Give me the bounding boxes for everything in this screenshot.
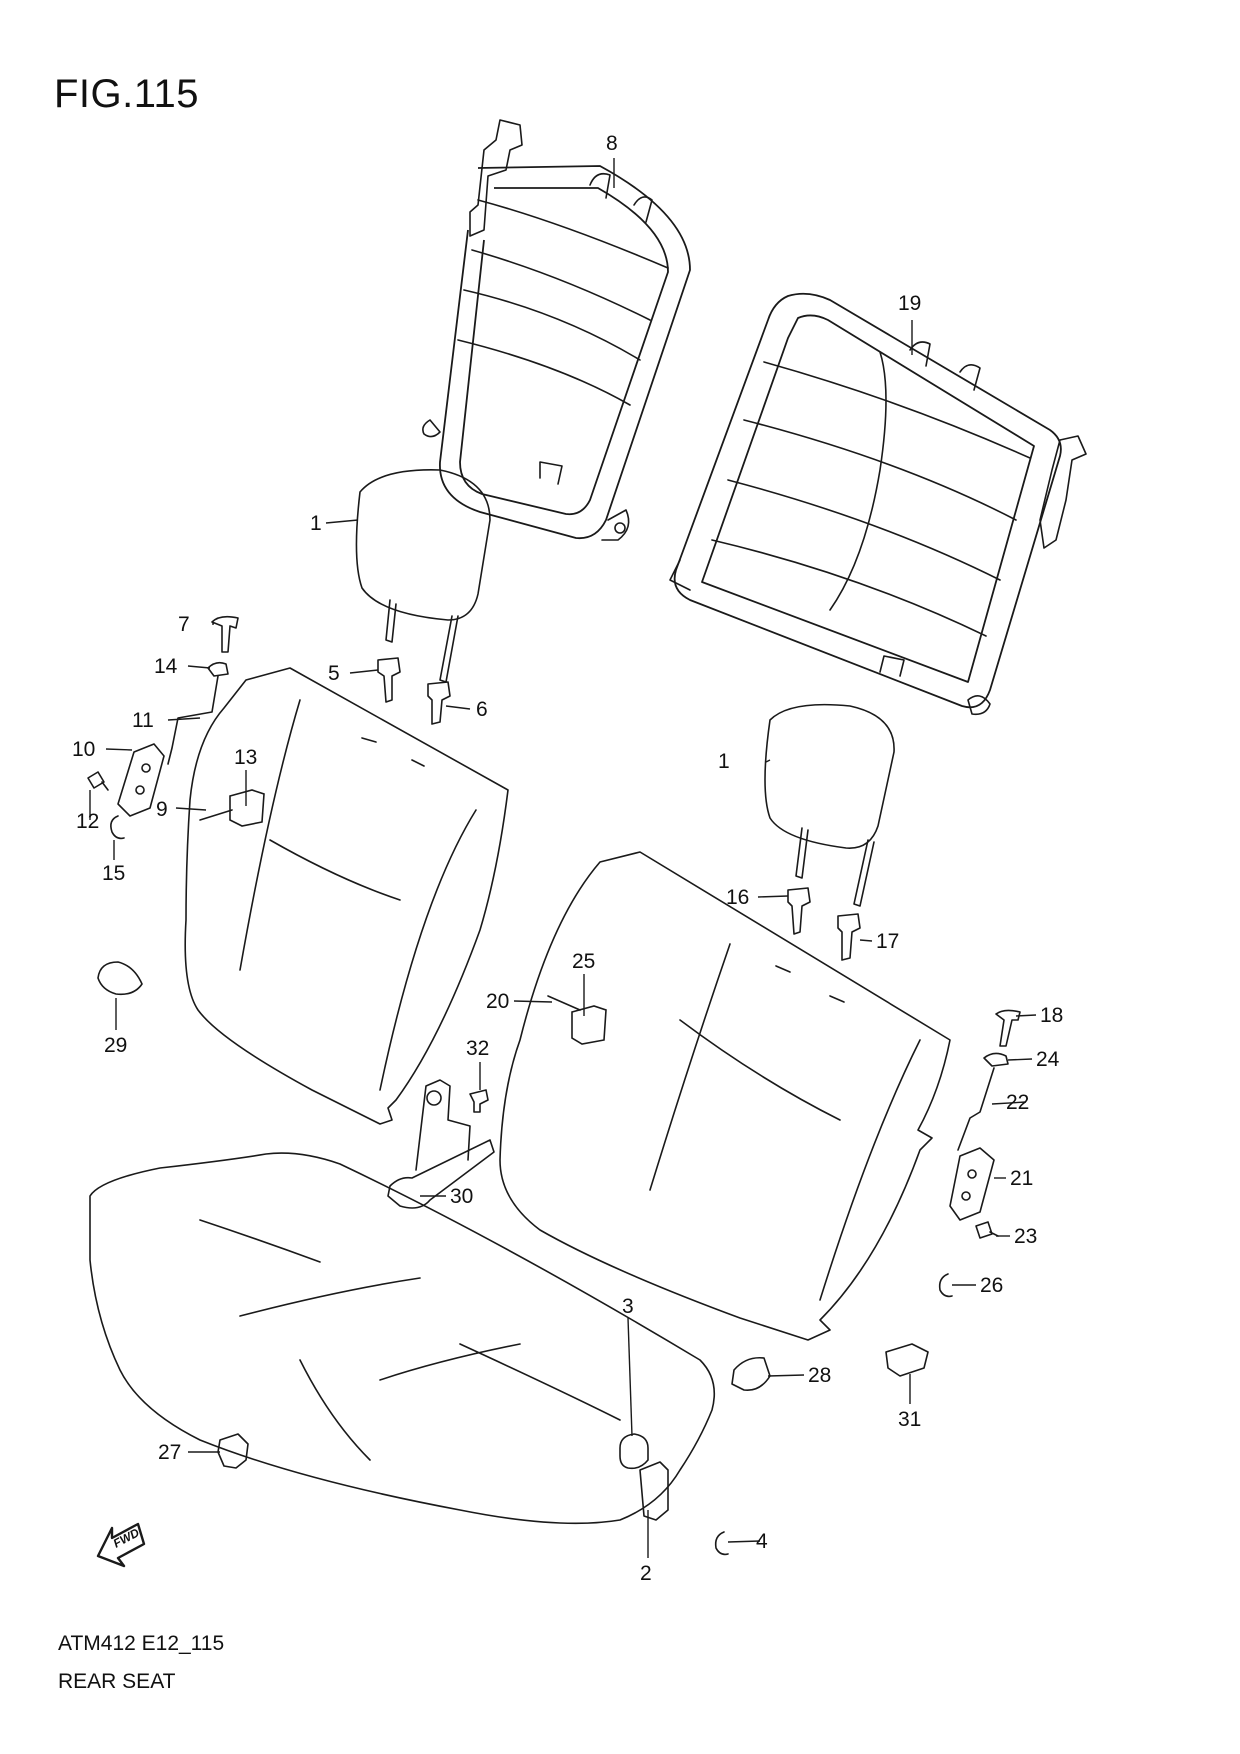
leader-lines — [89, 158, 1037, 1558]
callout-10: 10 — [72, 738, 95, 761]
callout-1-right: 1 — [718, 750, 730, 773]
callout-17: 17 — [876, 930, 899, 953]
callout-labels: 1 1 2 3 4 5 6 7 8 9 10 11 12 13 14 15 16… — [72, 132, 1063, 1585]
callout-30: 30 — [450, 1185, 473, 1208]
fwd-arrow-icon: FWD — [96, 1522, 146, 1568]
seat-back-frame-left[interactable] — [422, 119, 691, 541]
seat-back-frame-right[interactable] — [669, 292, 1087, 716]
seat-back-left[interactable] — [184, 667, 509, 1125]
seat-back-right[interactable] — [499, 851, 951, 1341]
headrest-left[interactable] — [355, 469, 491, 683]
callout-3: 3 — [622, 1295, 634, 1318]
callout-31: 31 — [898, 1408, 921, 1431]
callout-18: 18 — [1040, 1004, 1063, 1027]
callout-2: 2 — [640, 1562, 652, 1585]
callout-14: 14 — [154, 655, 178, 678]
callout-19: 19 — [898, 292, 921, 315]
callout-11: 11 — [132, 709, 154, 732]
callout-25: 25 — [572, 950, 595, 973]
seat-cushion[interactable] — [89, 1152, 716, 1525]
callout-7: 7 — [178, 613, 190, 636]
callout-27: 27 — [158, 1441, 181, 1464]
callout-1-left: 1 — [310, 512, 322, 535]
headrest-right[interactable] — [764, 703, 895, 907]
callout-21: 21 — [1010, 1167, 1033, 1190]
callout-6: 6 — [476, 698, 488, 721]
hinge-bracket[interactable] — [387, 1079, 495, 1209]
callout-28: 28 — [808, 1364, 831, 1387]
callout-15: 15 — [102, 862, 125, 885]
diagram-code: ATM412 E12_115 — [58, 1632, 225, 1655]
callout-22: 22 — [1006, 1091, 1029, 1114]
figure-title: FIG.115 — [54, 72, 200, 116]
callout-24: 24 — [1036, 1048, 1060, 1071]
callout-26: 26 — [980, 1274, 1003, 1297]
callout-5: 5 — [328, 662, 340, 685]
callout-16: 16 — [726, 886, 749, 909]
callout-12: 12 — [76, 810, 99, 833]
callout-23: 23 — [1014, 1225, 1037, 1248]
callout-8: 8 — [606, 132, 618, 155]
callout-13: 13 — [234, 746, 257, 769]
hardware-parts — [87, 615, 1021, 1556]
diagram-name: REAR SEAT — [58, 1670, 176, 1693]
callout-32: 32 — [466, 1037, 489, 1060]
callout-20: 20 — [486, 990, 509, 1013]
callout-29: 29 — [104, 1034, 127, 1057]
callout-9: 9 — [156, 798, 168, 821]
callout-4: 4 — [756, 1530, 768, 1553]
